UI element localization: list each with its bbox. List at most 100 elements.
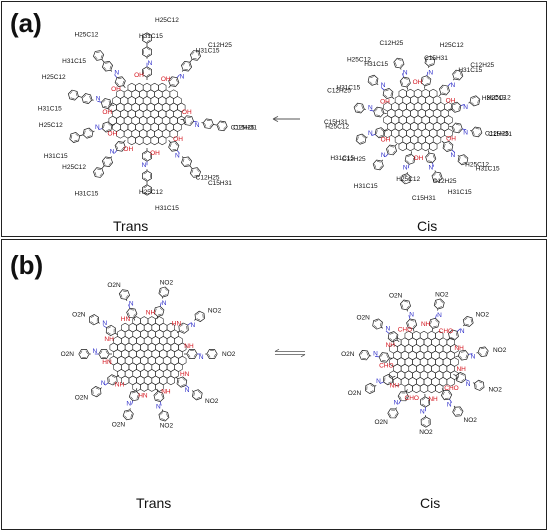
bond xyxy=(479,386,483,390)
bond xyxy=(380,353,383,358)
benzene-ring xyxy=(91,386,102,398)
bond xyxy=(410,151,412,155)
atom-label: H25C12 xyxy=(74,32,98,39)
atom-label: NH xyxy=(421,321,431,328)
bond xyxy=(120,293,123,298)
atom-label: H25C12 xyxy=(440,42,464,49)
graphene-hexagon xyxy=(429,141,438,152)
bond xyxy=(432,155,435,159)
bond xyxy=(135,388,138,392)
bond xyxy=(468,353,473,355)
atom-label: C15H31 xyxy=(424,55,448,62)
bond xyxy=(462,128,467,131)
bond xyxy=(143,157,148,160)
bond xyxy=(75,133,79,137)
atom-label: OH xyxy=(111,86,121,93)
atom-label: N xyxy=(126,401,131,408)
bond xyxy=(197,52,200,57)
graphene-hexagon xyxy=(150,135,159,146)
atom-label: N xyxy=(368,130,373,137)
benzene-ring xyxy=(452,69,464,81)
bond xyxy=(463,155,467,159)
bond xyxy=(430,57,434,61)
bond xyxy=(458,106,460,110)
bond xyxy=(480,348,485,350)
bond xyxy=(123,139,126,143)
atom-label: NH xyxy=(161,389,171,396)
atom-label: N xyxy=(114,70,119,77)
atom-label: C12H25 xyxy=(208,42,232,49)
bond xyxy=(427,150,430,154)
atom-label: OH xyxy=(182,109,192,116)
benzene-ring xyxy=(142,170,152,182)
bond xyxy=(422,418,426,421)
bond xyxy=(407,323,410,327)
atom-label: NH xyxy=(146,309,156,316)
bond xyxy=(448,142,452,146)
graphene-hexagon xyxy=(155,382,164,392)
benzene-ring xyxy=(101,60,114,72)
bond xyxy=(130,414,133,418)
benzene-ring xyxy=(114,76,126,87)
bond xyxy=(160,289,162,294)
bond xyxy=(471,101,475,105)
benzene-ring xyxy=(372,318,383,330)
panel-b-equilibrium-arrow xyxy=(274,348,306,358)
atom-label: OH xyxy=(173,136,183,143)
benzene-ring xyxy=(82,127,94,139)
bond xyxy=(383,112,387,114)
bond xyxy=(101,165,105,169)
bond xyxy=(465,323,470,326)
atom-label: N xyxy=(373,350,378,357)
atom-label: H31C15 xyxy=(38,105,62,112)
benzene-ring xyxy=(400,173,412,185)
bond xyxy=(103,66,107,70)
graphene-hexagon xyxy=(412,383,421,394)
benzene-ring xyxy=(206,349,218,359)
benzene-ring xyxy=(158,410,170,422)
bond xyxy=(116,82,120,86)
atom-label: NO2 xyxy=(160,279,174,286)
bond xyxy=(447,391,451,395)
bond xyxy=(103,161,106,165)
bond xyxy=(184,68,188,70)
bond xyxy=(460,373,464,376)
atom-label: OH xyxy=(446,136,456,143)
bond xyxy=(125,411,130,413)
atom-label: CHO xyxy=(398,326,412,333)
bond xyxy=(369,109,374,112)
graphene-hexagon xyxy=(444,128,453,138)
atom-label: CHO xyxy=(439,328,453,335)
benzene-ring xyxy=(168,141,180,152)
bond xyxy=(387,149,390,153)
bond xyxy=(146,73,151,76)
benzene-ring xyxy=(355,133,367,145)
bond xyxy=(70,97,75,99)
bond xyxy=(95,387,100,390)
bond xyxy=(115,332,118,336)
bond xyxy=(389,337,393,341)
bond xyxy=(398,400,401,405)
benzene-ring xyxy=(142,32,152,44)
benzene-ring xyxy=(433,298,445,310)
bond xyxy=(171,84,176,86)
atom-label: OH xyxy=(134,72,144,79)
bond xyxy=(390,92,392,97)
bond xyxy=(107,331,111,335)
benzene-ring xyxy=(114,141,126,152)
bond xyxy=(187,116,191,118)
bond xyxy=(70,134,73,139)
atom-label: C15H31 xyxy=(233,125,257,132)
bond xyxy=(197,390,201,394)
bond xyxy=(432,162,434,167)
bond xyxy=(176,150,180,154)
bond xyxy=(453,103,457,106)
bond xyxy=(442,391,445,396)
bond xyxy=(384,129,388,132)
bond xyxy=(375,79,377,83)
bond xyxy=(132,313,136,317)
bond xyxy=(455,124,460,126)
benzene-ring xyxy=(424,55,436,67)
atom-label: N xyxy=(385,326,390,333)
